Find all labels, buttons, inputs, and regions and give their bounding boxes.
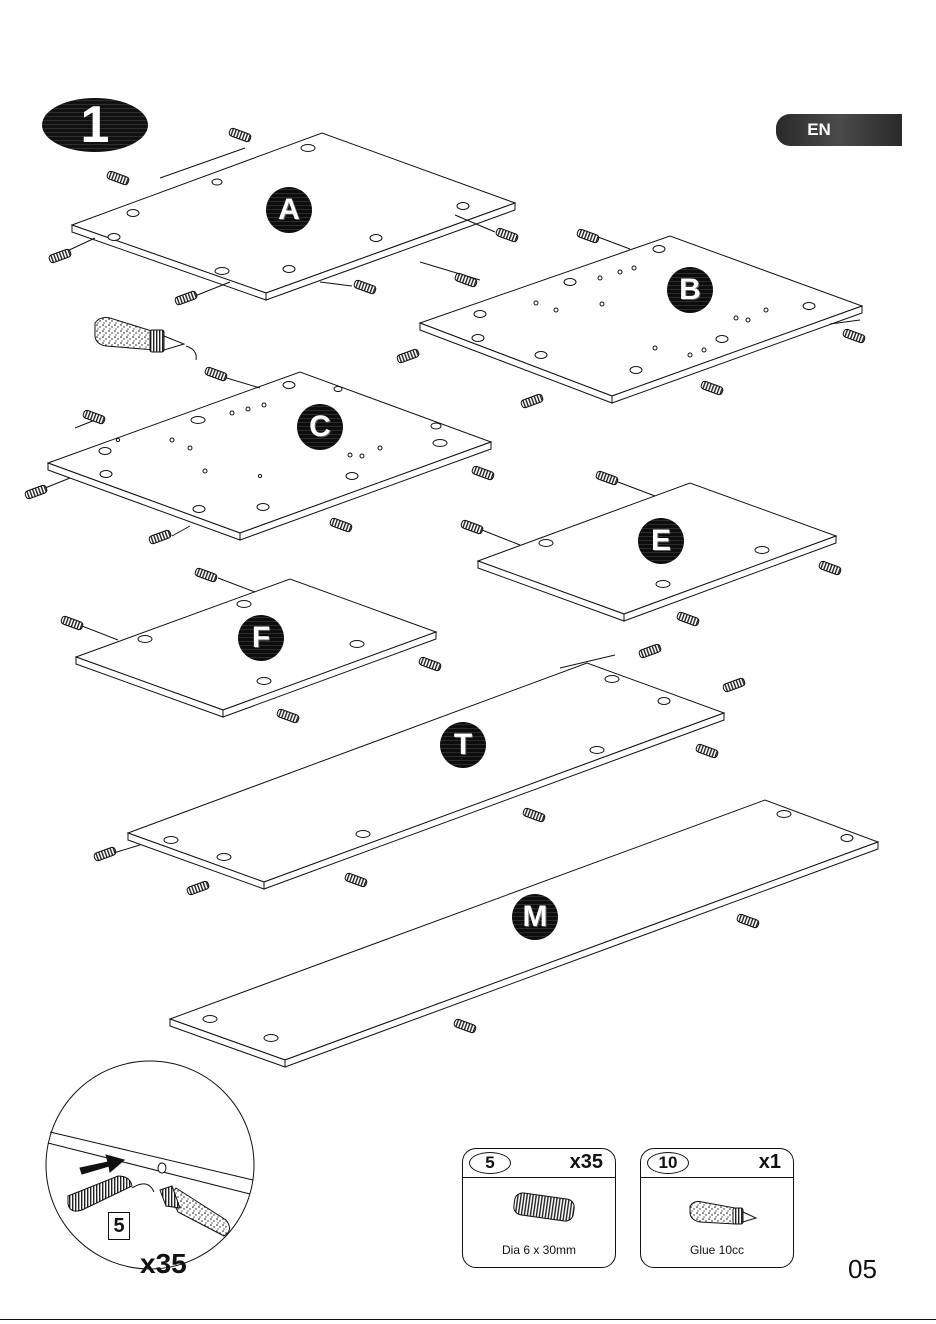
part-box-divider bbox=[641, 1177, 793, 1178]
part-box-dowel: 5 x35 Dia 6 x 30mm bbox=[462, 1148, 616, 1268]
panel-label-a: A bbox=[266, 187, 312, 233]
part-description: Glue 10cc bbox=[641, 1243, 793, 1257]
part-quantity: x1 bbox=[759, 1151, 781, 1174]
part-number: 10 bbox=[647, 1152, 689, 1174]
panel-label-c: C bbox=[297, 404, 343, 450]
part-description: Dia 6 x 30mm bbox=[463, 1243, 615, 1257]
panel-label-m: M bbox=[512, 894, 558, 940]
language-tab: EN bbox=[776, 114, 902, 146]
panel-c bbox=[40, 372, 491, 540]
panel-label-t: T bbox=[440, 722, 486, 768]
part-quantity: x35 bbox=[570, 1151, 603, 1174]
panel-label-e: E bbox=[638, 518, 684, 564]
step-number-badge: 1 bbox=[42, 98, 148, 152]
part-number: 5 bbox=[469, 1152, 511, 1174]
detail-callout bbox=[46, 1061, 254, 1269]
panel-label-b: B bbox=[667, 267, 713, 313]
page-number: 05 bbox=[848, 1254, 877, 1285]
part-box-glue: 10 x1 Glue 10cc bbox=[640, 1148, 794, 1268]
callout-part-number: 5 bbox=[108, 1212, 130, 1240]
panel-label-f: F bbox=[238, 615, 284, 661]
panel-b bbox=[420, 236, 862, 403]
part-box-divider bbox=[463, 1177, 615, 1178]
callout-quantity: x35 bbox=[140, 1248, 187, 1280]
footer-divider bbox=[0, 1319, 936, 1320]
glue-tube-icon bbox=[95, 318, 196, 360]
